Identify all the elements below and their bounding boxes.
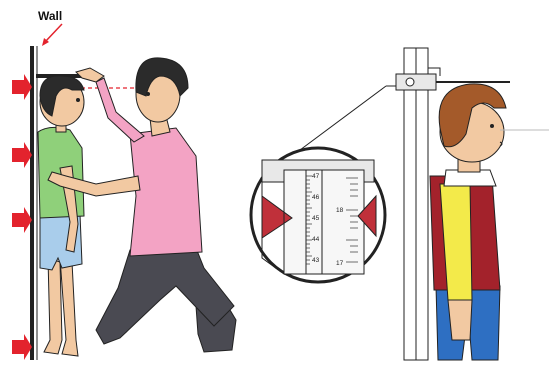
scale-number-left: 46 bbox=[312, 194, 320, 201]
scale-number-left: 47 bbox=[312, 173, 320, 180]
head-contact-arrow bbox=[12, 74, 32, 100]
child-profile-figure bbox=[430, 84, 506, 360]
wall-pointer-arrow bbox=[45, 24, 62, 42]
scale-number-right: 18 bbox=[336, 207, 344, 214]
magnifier-inset: 47 46 45 44 43 18 17 bbox=[251, 148, 385, 282]
scale-number-left: 43 bbox=[312, 257, 320, 264]
heels-contact-arrow bbox=[12, 334, 32, 360]
buttocks-contact-arrow bbox=[12, 207, 32, 233]
scale-number-left: 44 bbox=[312, 236, 320, 243]
scale-number-left: 45 bbox=[312, 215, 320, 222]
child-figure bbox=[38, 76, 84, 356]
shoulder-contact-arrow bbox=[12, 142, 32, 168]
wall-contact-arrows bbox=[12, 74, 32, 360]
stadiometer-headpiece bbox=[396, 74, 436, 90]
scale-number-right: 17 bbox=[336, 260, 344, 267]
magnifier-connector-line bbox=[300, 86, 386, 150]
wall bbox=[30, 46, 37, 360]
wall-label: Wall bbox=[38, 9, 62, 23]
